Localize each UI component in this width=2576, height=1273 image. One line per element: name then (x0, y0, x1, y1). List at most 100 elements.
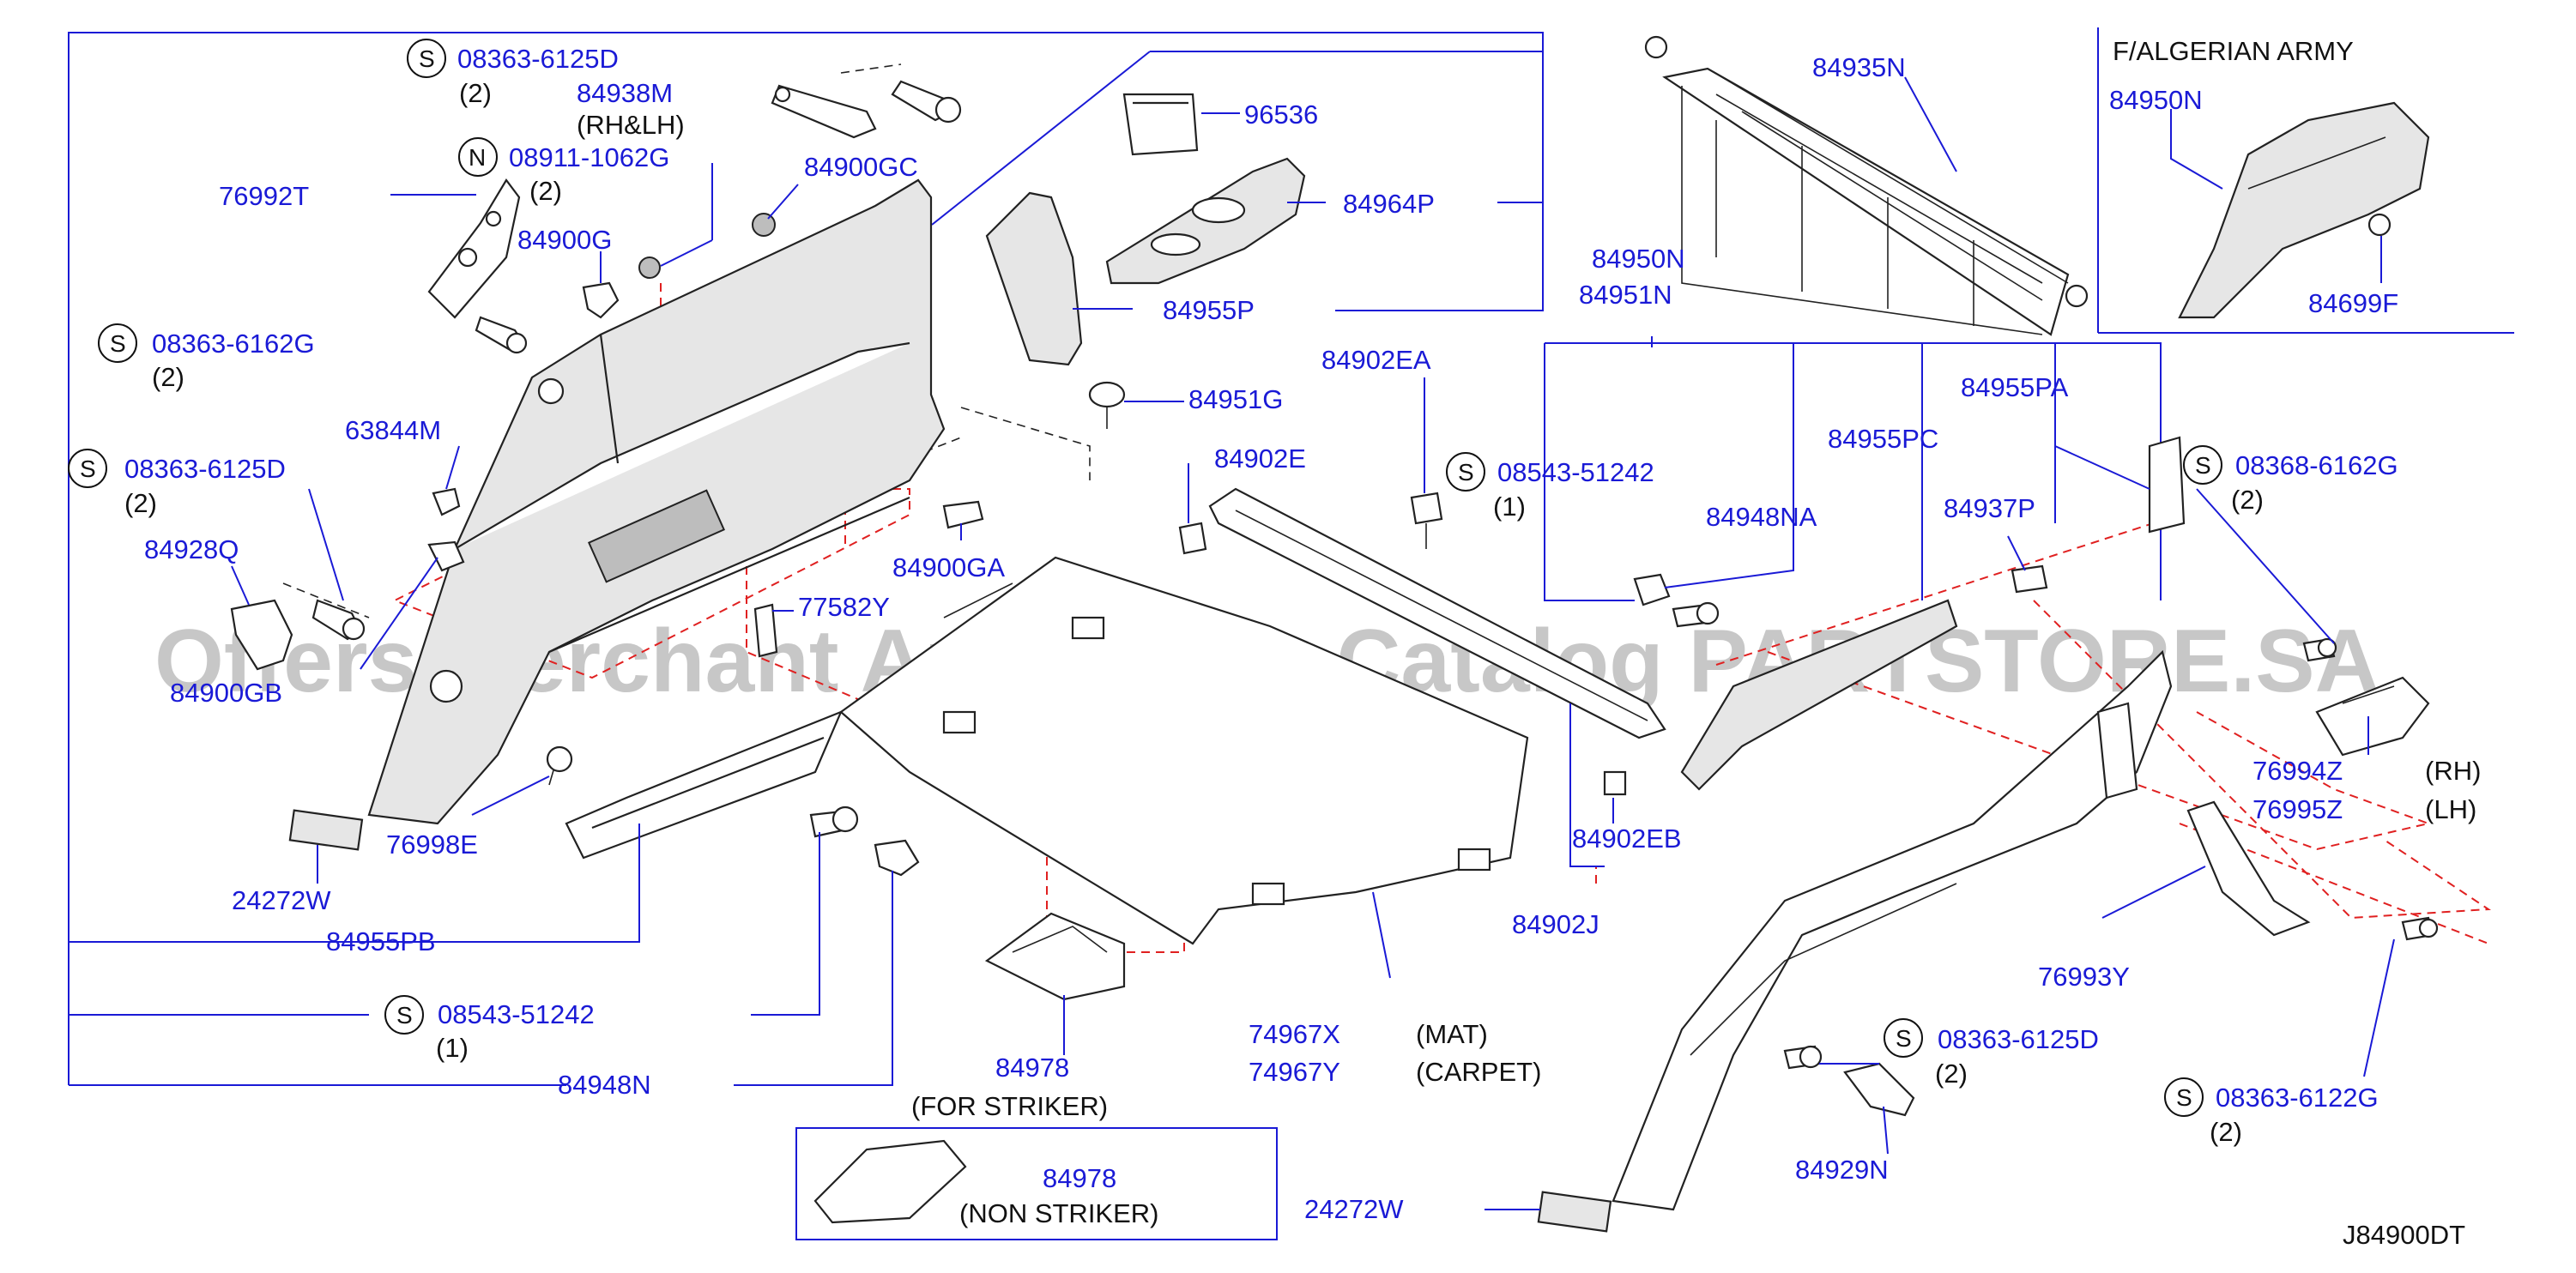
label-84699F: 84699F (2308, 288, 2398, 318)
s-symbol: S (2176, 1084, 2192, 1111)
clip-84902E (1178, 522, 1207, 555)
label-84948NA: 84948NA (1706, 502, 1817, 532)
label-qty: (2) (124, 488, 157, 518)
label-84902EB: 84902EB (1572, 824, 1682, 854)
clip-63844M (432, 487, 461, 516)
label-84929N: 84929N (1795, 1155, 1889, 1185)
label-76993Y: 76993Y (2038, 962, 2130, 992)
tape-24272W-right (1537, 1191, 1612, 1233)
clip-84951G (1088, 381, 1126, 429)
s-symbol: S (396, 1002, 413, 1029)
screw-08543-51242-right (1672, 601, 1720, 628)
panel-84955P (985, 191, 1083, 366)
label-84938M: 84938M (577, 78, 673, 108)
label-08363-6162G: 08363-6162G (152, 329, 315, 359)
label-84951N: 84951N (1579, 280, 1672, 310)
clip-84902EB (1603, 770, 1627, 796)
label-84900GB: 84900GB (170, 678, 282, 708)
striker-cover-84978 (984, 912, 1126, 1001)
pillar-84955PC-insert (2096, 702, 2138, 799)
label-74967Y: 74967Y (1249, 1057, 1340, 1087)
diagram-code: J84900DT (2343, 1220, 2465, 1250)
label-rh: (RH) (2425, 756, 2481, 786)
label-63844M: 63844M (345, 415, 441, 445)
screw-08543-51242-left (809, 805, 859, 838)
label-qty: (1) (436, 1033, 469, 1063)
label-96536: 96536 (1244, 100, 1318, 130)
label-non-striker: (NON STRIKER) (959, 1198, 1159, 1228)
label-for-striker: (FOR STRIKER) (911, 1091, 1108, 1121)
clip-84900GA (942, 500, 984, 529)
bracket-84929N (1843, 1062, 1915, 1117)
label-84902E: 84902E (1214, 443, 1306, 474)
label-08363-6125D: 08363-6125D (124, 454, 286, 484)
label-carpet: (CARPET) (1416, 1057, 1541, 1087)
label-84935N: 84935N (1812, 52, 1906, 82)
bracket-76992T (427, 178, 521, 319)
label-84902EA: 84902EA (1321, 345, 1431, 375)
label-08368-6162G: 08368-6162G (2235, 450, 2398, 480)
pocket-96536 (1122, 93, 1199, 156)
label-84900GC: 84900GC (804, 152, 918, 182)
clip-76998E (546, 745, 573, 786)
label-qty: (2) (529, 176, 562, 206)
label-84955PA: 84955PA (1961, 372, 2069, 402)
label-qty: (2) (459, 78, 492, 108)
clip-84948NA (1633, 573, 1671, 606)
label-84950N: 84950N (2109, 85, 2203, 115)
label-76998E: 76998E (386, 830, 478, 860)
inset-title: F/ALGERIAN ARMY (2113, 36, 2354, 66)
s-symbol: S (419, 45, 435, 72)
label-84978: 84978 (1043, 1163, 1116, 1193)
label-84937P: 84937P (1944, 493, 2035, 523)
label-84928Q: 84928Q (144, 534, 239, 564)
floor-mat-74967X (839, 556, 1529, 945)
label-rh-lh: (RH&LH) (577, 110, 685, 140)
s-symbol: S (1896, 1025, 1912, 1052)
symbol-circles: S N S S S S S S S (68, 39, 2222, 1117)
clip-84902EA (1410, 492, 1443, 549)
bracket-84928Q (230, 599, 293, 671)
clip-84900G (582, 281, 620, 319)
label-84964P: 84964P (1343, 189, 1435, 219)
label-84951G: 84951G (1188, 384, 1283, 414)
bracket-76993Y (2186, 800, 2311, 937)
bolt-08363-6125D-right (1783, 1045, 1823, 1070)
bolt-08363-6125D-mid (311, 599, 366, 641)
label-84955PB: 84955PB (326, 926, 436, 956)
label-84948N: 84948N (558, 1070, 651, 1100)
label-74967X: 74967X (1249, 1019, 1340, 1049)
cargo-net-84935N (1644, 35, 2089, 336)
panel-84955PA (2148, 436, 2186, 534)
label-08363-6125D: 08363-6125D (457, 44, 619, 74)
label-24272W: 24272W (232, 885, 331, 915)
leader-lines (231, 76, 2395, 1210)
label-24272W: 24272W (1304, 1194, 1404, 1224)
s-symbol: S (2195, 452, 2211, 479)
clip-84948N (874, 839, 920, 877)
s-symbol: S (1458, 459, 1474, 486)
left-group-frame (68, 32, 1544, 1086)
tray-84964P (1105, 157, 1306, 285)
label-76994Z: 76994Z (2252, 756, 2343, 786)
tape-24272W-left (288, 809, 364, 851)
label-qty: (2) (2231, 485, 2264, 515)
label-08363-6125D: 08363-6125D (1938, 1024, 2099, 1054)
n-symbol: N (469, 144, 486, 171)
inset-frame-algerian (2097, 27, 2514, 334)
label-84950N: 84950N (1592, 244, 1685, 274)
s-symbol: S (80, 456, 96, 482)
bracket-77582Y (753, 603, 778, 658)
bracket-84938M (771, 84, 877, 139)
label-84900GA: 84900GA (892, 552, 1005, 582)
label-qty: (2) (1935, 1059, 1968, 1089)
label-08543-51242: 08543-51242 (438, 999, 595, 1029)
label-qty: (2) (152, 362, 184, 392)
clip-84900GB (427, 540, 465, 572)
label-84902J: 84902J (1512, 909, 1599, 939)
bracket-76994Z (2315, 676, 2430, 757)
label-84955P: 84955P (1163, 295, 1255, 325)
fastener-08363-6125D-top (891, 80, 962, 124)
bolt-08363-6162G (475, 316, 528, 354)
